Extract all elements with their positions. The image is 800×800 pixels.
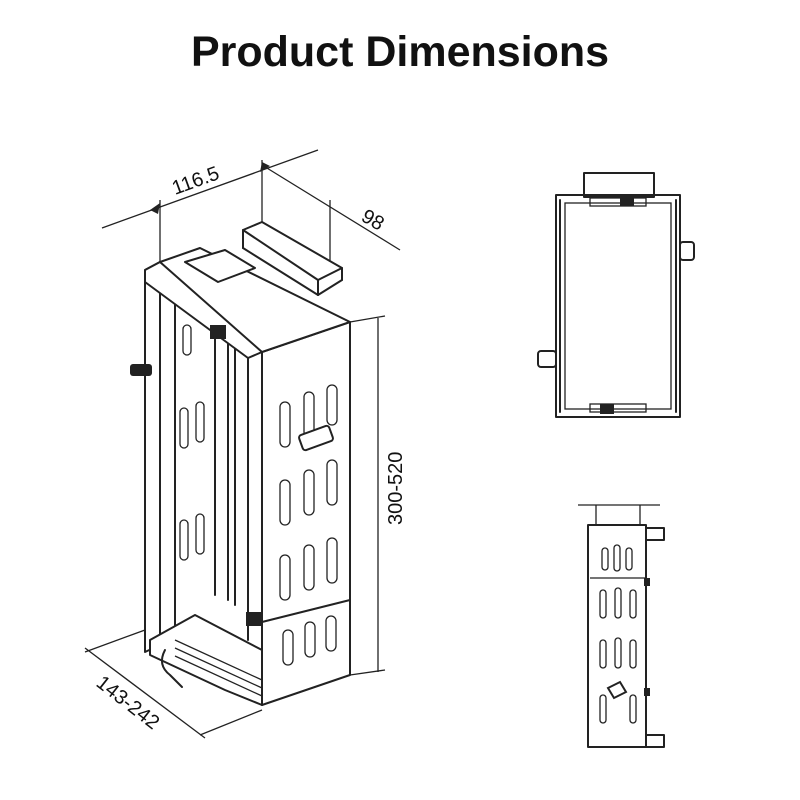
left-panel-slots (179, 324, 205, 561)
dimension-adjustable-width-label: 143-242 (92, 672, 163, 735)
knob-icon (130, 325, 334, 688)
main-isometric-view: 116.5 98 300-520 143-242 (84, 149, 407, 739)
right-panel-slots (279, 384, 338, 666)
front-view (578, 504, 665, 748)
dimension-height-label: 300-520 (385, 452, 407, 525)
dimension-depth-label: 98 (358, 205, 388, 235)
top-view (537, 172, 695, 418)
page-title: Product Dimensions (190, 28, 610, 76)
